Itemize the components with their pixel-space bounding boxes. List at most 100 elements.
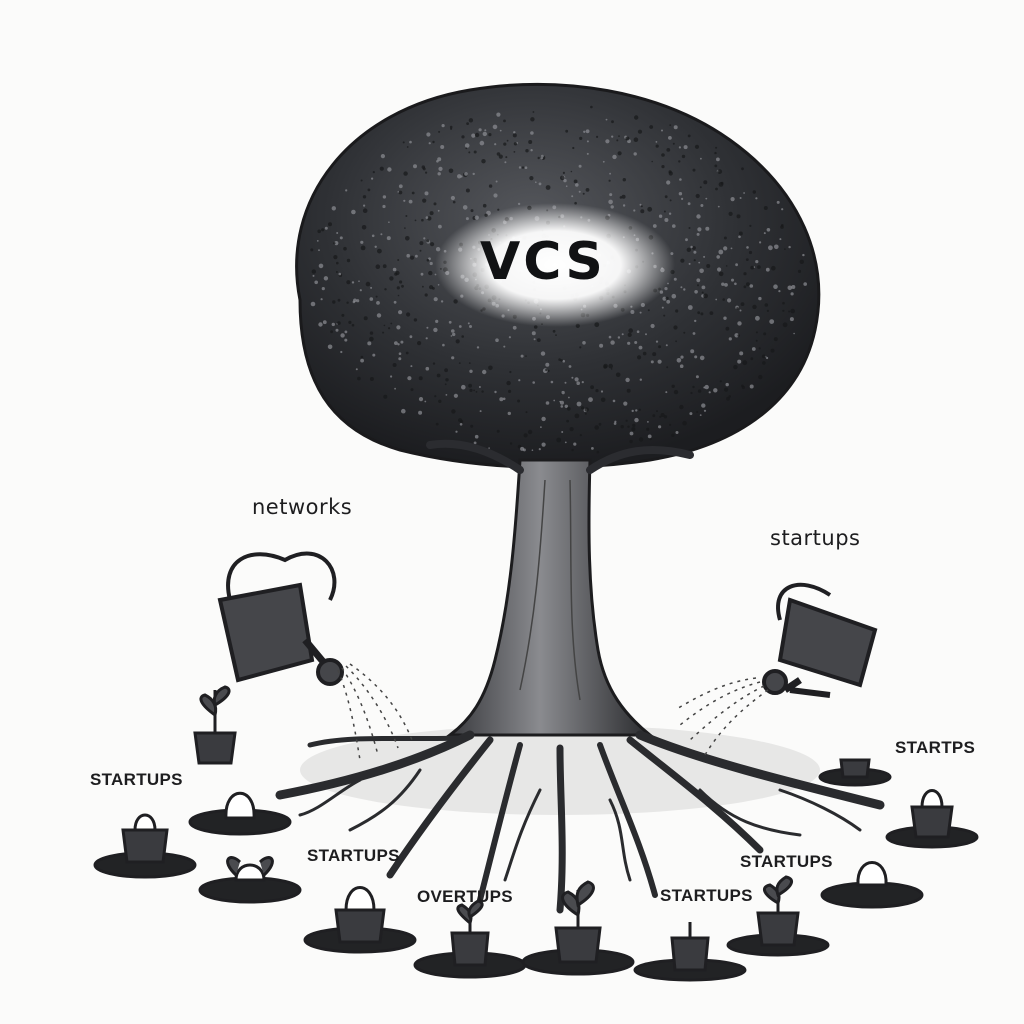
canopy-speckle xyxy=(652,414,656,418)
canopy-speckle xyxy=(673,389,679,395)
canopy-speckle xyxy=(750,357,754,361)
canopy-speckle xyxy=(310,301,316,307)
canopy-speckle xyxy=(563,178,567,183)
pot-9 xyxy=(726,875,830,957)
canopy-speckle xyxy=(520,354,524,358)
canopy-speckle xyxy=(430,242,435,247)
canopy-speckle xyxy=(568,396,570,399)
canopy-speckle xyxy=(418,397,424,402)
canopy-speckle xyxy=(716,255,720,259)
canopy-speckle xyxy=(533,338,536,341)
canopy-speckle xyxy=(425,171,428,174)
canopy-speckle xyxy=(473,150,477,154)
canopy-speckle xyxy=(498,154,503,159)
canopy-speckle xyxy=(532,111,535,113)
canopy-speckle xyxy=(652,352,657,357)
canopy-speckle xyxy=(683,331,686,334)
canopy-speckle xyxy=(583,130,586,133)
canopy-speckle xyxy=(708,391,711,394)
canopy-speckle xyxy=(608,363,613,369)
canopy-speckle xyxy=(406,312,411,317)
canopy-speckle xyxy=(482,369,487,375)
canopy-speckle xyxy=(474,132,480,138)
canopy-speckle xyxy=(318,249,320,252)
canopy-speckle xyxy=(418,410,423,415)
canopy-speckle xyxy=(574,377,579,382)
canopy-speckle xyxy=(438,224,442,229)
canopy-speckle xyxy=(394,272,398,276)
canopy-speckle xyxy=(608,199,613,205)
canopy-speckle xyxy=(737,321,742,326)
canopy-speckle xyxy=(681,197,684,200)
canopy-speckle xyxy=(361,225,367,230)
canopy-speckle xyxy=(448,320,452,324)
canopy-speckle xyxy=(393,300,397,304)
canopy-speckle xyxy=(697,284,699,287)
canopy-speckle xyxy=(787,285,793,291)
canopy-speckle xyxy=(530,131,534,135)
canopy-speckle xyxy=(752,190,756,194)
canopy-speckle xyxy=(481,159,486,164)
canopy-speckle xyxy=(633,137,639,142)
canopy-speckle xyxy=(499,129,502,132)
canopy-speckle xyxy=(700,312,704,316)
canopy-speckle xyxy=(387,167,392,172)
canopy-speckle xyxy=(365,281,371,287)
canopy-speckle xyxy=(545,368,548,372)
canopy-speckle xyxy=(469,325,472,328)
canopy-speckle xyxy=(651,160,653,163)
canopy-speckle xyxy=(679,178,682,181)
canopy-speckle xyxy=(541,442,546,447)
canopy-speckle xyxy=(397,343,400,346)
pot-2 xyxy=(93,813,197,879)
canopy-speckle xyxy=(468,362,471,364)
canopy-speckle xyxy=(406,146,409,148)
canopy-speckle xyxy=(692,168,696,172)
canopy-speckle xyxy=(703,255,706,258)
canopy-speckle xyxy=(671,384,675,388)
canopy-speckle xyxy=(637,355,642,360)
canopy-speckle xyxy=(689,412,693,416)
left-can-label: networks xyxy=(252,495,353,519)
canopy-speckle xyxy=(479,140,485,146)
canopy-speckle xyxy=(697,389,702,393)
canopy-speckle xyxy=(680,355,684,359)
canopy-speckle xyxy=(380,154,385,159)
canopy-speckle xyxy=(570,170,573,173)
canopy-speckle xyxy=(649,125,654,129)
canopy-speckle xyxy=(698,261,701,264)
canopy-speckle xyxy=(371,177,374,180)
canopy-speckle xyxy=(438,399,442,403)
canopy-speckle xyxy=(367,341,372,346)
canopy-speckle xyxy=(631,427,636,432)
canopy-speckle xyxy=(362,195,367,199)
canopy-speckle xyxy=(513,131,516,134)
canopy-speckle xyxy=(726,396,730,401)
canopy-speckle xyxy=(740,302,745,306)
roots xyxy=(275,730,885,914)
canopy-speckle xyxy=(405,215,408,217)
canopy-speckle xyxy=(351,281,355,284)
canopy-speckle xyxy=(633,209,636,212)
canopy-speckle xyxy=(609,193,613,197)
canopy-speckle xyxy=(788,245,791,249)
canopy-speckle xyxy=(610,205,614,209)
canopy-speckle xyxy=(784,248,786,250)
canopy-speckle xyxy=(695,193,700,199)
canopy-speckle xyxy=(688,262,691,265)
canopy-speckle xyxy=(694,290,698,294)
canopy-speckle xyxy=(468,151,471,154)
canopy-speckle xyxy=(419,241,424,246)
canopy-speckle xyxy=(666,180,671,185)
canopy-speckle xyxy=(749,284,754,288)
canopy-speckle xyxy=(452,200,456,204)
canopy-speckle xyxy=(478,386,481,388)
canopy-speckle xyxy=(718,249,724,255)
canopy-speckle xyxy=(432,140,435,144)
canopy-speckle xyxy=(663,415,668,419)
pot-5 xyxy=(303,886,417,954)
canopy-speckle xyxy=(518,166,522,169)
canopy-speckle xyxy=(745,282,750,287)
canopy-speckle xyxy=(671,433,675,437)
canopy-speckle xyxy=(749,224,752,227)
